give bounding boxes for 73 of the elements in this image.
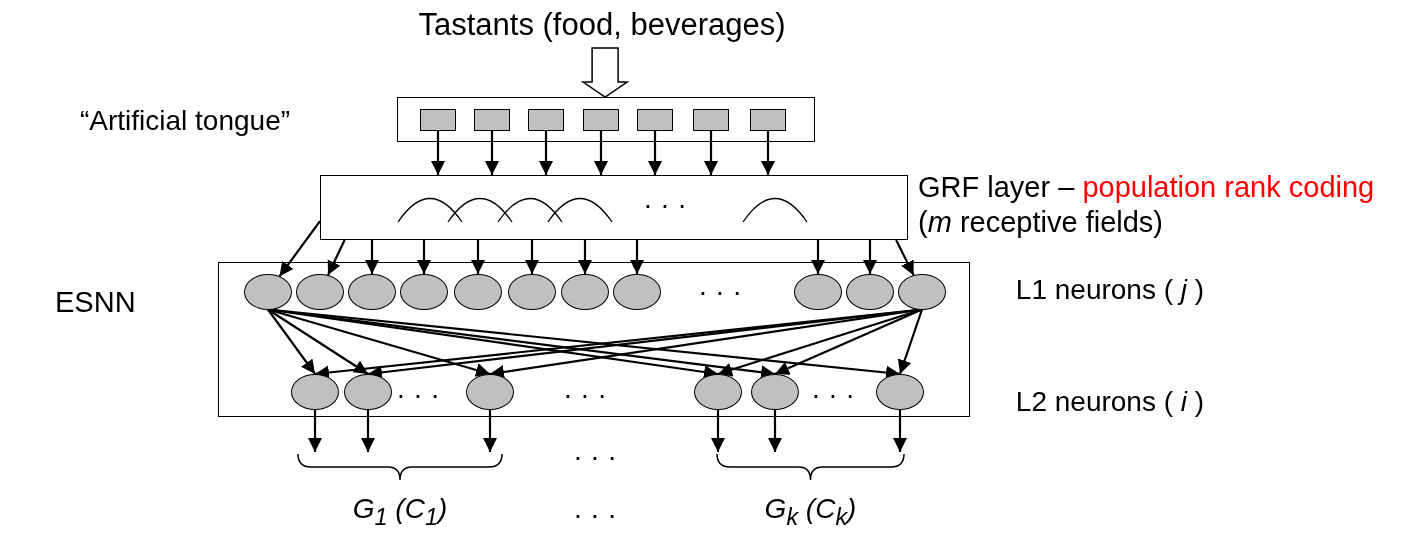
- input-label: Tastants (food, beverages): [418, 7, 786, 43]
- neuron: [343, 373, 392, 410]
- sensor-cell: [473, 108, 510, 131]
- arrow: [704, 131, 718, 175]
- arrow: [485, 131, 499, 175]
- sensor-cell: [749, 108, 786, 131]
- arrow: [539, 131, 553, 175]
- arrow: [811, 240, 825, 274]
- sensor-cell: [419, 108, 456, 131]
- group-label: G$_{1}$ (C$_{1}$): [351, 492, 449, 532]
- neuron: [897, 273, 946, 310]
- sensor-cell: [527, 108, 564, 131]
- text-label: · · ·: [811, 379, 855, 410]
- neuron: [290, 373, 339, 410]
- text-label: L1 neurons ( j ): [1015, 274, 1205, 305]
- arrow: [267, 308, 369, 375]
- arrow: [431, 131, 445, 175]
- neuron: [295, 273, 344, 310]
- arrow: [897, 309, 924, 375]
- text-label: · · ·: [643, 189, 687, 220]
- layer-box: [218, 262, 970, 417]
- arrow: [594, 131, 608, 175]
- arrow: [267, 308, 316, 375]
- arrow: [630, 240, 644, 274]
- text-label: · · ·: [698, 276, 742, 307]
- arrow: [365, 240, 379, 274]
- sensor-cell: [692, 108, 729, 131]
- neuron: [347, 273, 396, 310]
- arrow: [308, 410, 322, 452]
- neuron: [612, 273, 661, 310]
- neuron: [507, 273, 556, 310]
- arrow: [417, 240, 431, 274]
- text-label: “Artificial tongue”: [79, 105, 291, 136]
- side-caption: ESNN: [55, 286, 136, 318]
- layer-caption: population rank coding: [1082, 171, 1375, 203]
- neuron: [793, 273, 842, 310]
- neuron: [243, 273, 292, 310]
- arrow: [863, 240, 877, 274]
- arrow: [361, 410, 375, 452]
- arrow: [761, 131, 775, 175]
- sensor-cell: [582, 108, 619, 131]
- neuron: [399, 273, 448, 310]
- neuron: [465, 373, 514, 410]
- arrow: [471, 240, 485, 274]
- neuron: [693, 373, 742, 410]
- hollow-arrow: [580, 47, 630, 98]
- neuron: [845, 273, 894, 310]
- neuron: [453, 273, 502, 310]
- text-label: · · ·: [563, 379, 607, 410]
- arrow: [893, 410, 907, 452]
- sensor-cell: [636, 108, 673, 131]
- sensor-array-box: [397, 97, 815, 142]
- text-label: · · ·: [396, 379, 440, 410]
- arrow: [774, 308, 923, 375]
- neuron: [875, 373, 924, 410]
- layer-caption: (m receptive fields): [918, 206, 1163, 238]
- text-label: · · ·: [573, 499, 617, 530]
- arrow: [895, 239, 915, 276]
- arrow: [648, 131, 662, 175]
- neuron: [560, 273, 609, 310]
- group-label: G$_{k}$ (C$_{k}$): [763, 492, 858, 532]
- arrow: [483, 410, 497, 452]
- neuron: [750, 373, 799, 410]
- layer-caption: GRF layer –: [918, 171, 1075, 203]
- arrow: [525, 240, 539, 274]
- arrow: [278, 220, 321, 277]
- text-label: L2 neurons ( i ): [1015, 386, 1205, 417]
- arrow: [578, 240, 592, 274]
- arrow: [768, 410, 782, 452]
- arrow: [327, 239, 346, 276]
- text-label: · · ·: [573, 441, 617, 472]
- layer-box: [320, 175, 908, 240]
- arrow: [711, 410, 725, 452]
